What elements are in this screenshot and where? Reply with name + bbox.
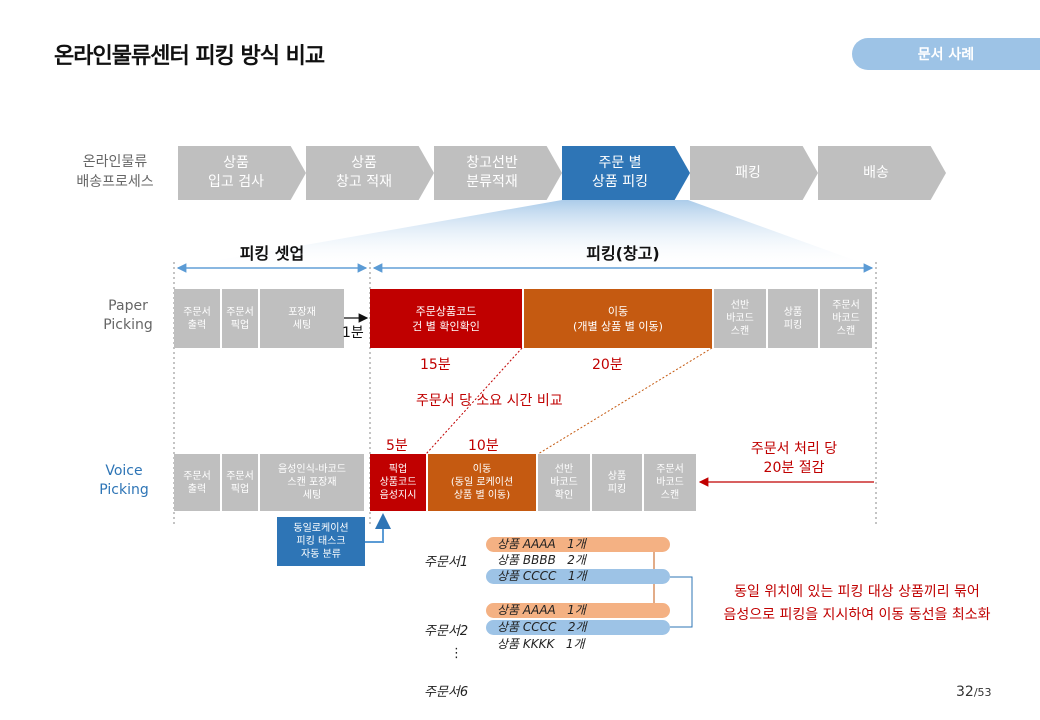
order-1-label: 주문서1 <box>424 555 469 570</box>
voice-picking-label: Voice Picking <box>99 463 149 498</box>
spotlight <box>174 200 876 268</box>
paper-time-code: 15분 <box>420 357 451 373</box>
page-total: /53 <box>973 686 992 699</box>
paper-step-code-check: 주문상품코드 건 별 확인확인 <box>370 289 522 348</box>
voice-step-pick: 상품 피킹 <box>592 454 642 511</box>
voice-step-shelf-check: 선반 바코드 확인 <box>538 454 590 511</box>
order-6-label: 주문서6 <box>424 685 469 700</box>
order-1-item-1: 상품 AAAA 1개 <box>497 537 586 551</box>
voice-step-move: 이동 (동일 로케이션 상품 별 이동) <box>428 454 536 511</box>
section-setup-label: 피킹 셋업 <box>239 244 305 263</box>
paper-step-packaging: 포장재 세팅 <box>260 289 344 348</box>
process-step-packing: 패킹 <box>690 146 818 200</box>
paper-picking-label: Paper Picking <box>103 298 153 333</box>
auto-sort-box: 동일로케이션 피킹 태스크 자동 분류 <box>277 517 365 566</box>
paper-step-move: 이동 (개별 상품 별 이동) <box>524 289 712 348</box>
process-step-picking: 주문 별 상품 피킹 <box>562 146 690 200</box>
order-2-item-2: 상품 CCCC 2개 <box>497 620 587 634</box>
page-title: 온라인물류센터 피킹 방식 비교 <box>54 44 325 69</box>
voice-step-order-scan: 주문서 바코드 스캔 <box>644 454 696 511</box>
voice-step-voice-instruct: 픽업 상품코드 음성지시 <box>370 454 426 511</box>
voice-time-move: 10분 <box>468 438 499 454</box>
order-2-item-2-highlight <box>486 620 670 635</box>
paper-time-move: 20분 <box>592 357 623 373</box>
grouping-note: 동일 위치에 있는 피킹 대상 상품끼리 묶어 음성으로 피킹을 지시하여 이동… <box>723 584 991 623</box>
process-label: 온라인물류 배송프로세스 <box>76 154 154 190</box>
order-1-item-2: 상품 BBBB 2개 <box>497 553 586 567</box>
order-2-item-1-highlight <box>486 603 670 618</box>
process-step-storage: 상품 창고 적재 <box>306 146 434 200</box>
order-ellipsis: ⋮ <box>450 646 463 661</box>
paper-step-shelf-scan: 선반 바코드 스캔 <box>714 289 766 348</box>
voice-time-code: 5분 <box>386 438 408 454</box>
paper-step-pickup: 주문서 픽업 <box>222 289 258 348</box>
section-picking-label: 피킹(창고) <box>586 244 660 263</box>
page-number: 32/53 <box>956 684 992 700</box>
paper-gap-label: 1분 <box>342 325 364 341</box>
voice-step-voice-setup: 음성인식-바코드 스캔 포장재 세팅 <box>260 454 364 511</box>
paper-step-print: 주문서 출력 <box>174 289 220 348</box>
compare-label: 주문서 당 소요 시간 비교 <box>416 393 563 409</box>
order-1-item-3-highlight <box>486 569 670 584</box>
doc-type-badge: 문서 사례 <box>852 38 1040 70</box>
saving-label: 주문서 처리 당 20분 절감 <box>750 441 838 476</box>
order-2-item-1: 상품 AAAA 1개 <box>497 603 586 617</box>
page-current: 32 <box>956 684 974 700</box>
voice-step-pickup: 주문서 픽업 <box>222 454 258 511</box>
process-step-inbound: 상품 입고 검사 <box>178 146 306 200</box>
process-step-shelving: 창고선반 분류적재 <box>434 146 562 200</box>
process-step-shipping: 배송 <box>818 146 946 200</box>
paper-step-order-scan: 주문서 바코드 스캔 <box>820 289 872 348</box>
order-1-item-1-highlight <box>486 537 670 552</box>
order-2-item-3: 상품 KKKK 1개 <box>497 637 585 651</box>
order-2-label: 주문서2 <box>424 624 469 639</box>
voice-step-print: 주문서 출력 <box>174 454 220 511</box>
paper-step-pick: 상품 피킹 <box>768 289 818 348</box>
order-1-item-3: 상품 CCCC 1개 <box>497 569 587 583</box>
